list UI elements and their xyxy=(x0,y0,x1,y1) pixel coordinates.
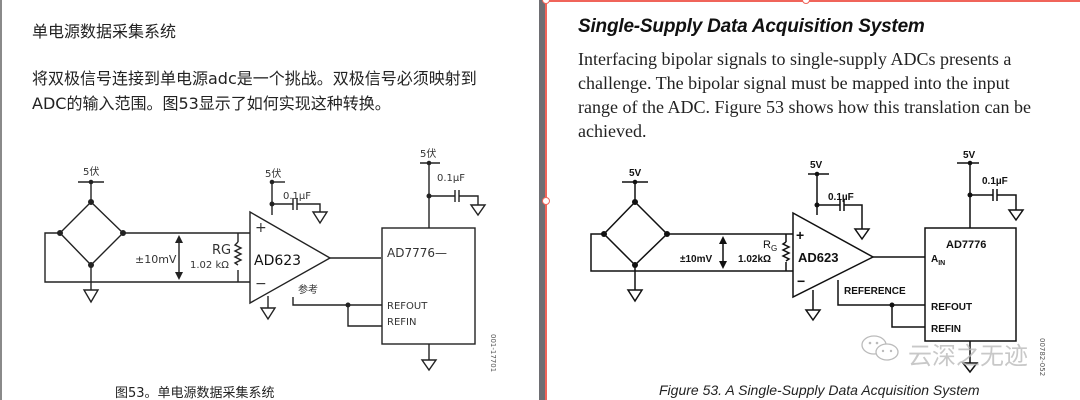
zh-reference-label: 参考 xyxy=(298,283,318,296)
en-adc-name: AD7776 xyxy=(946,239,986,251)
en-section-title: Single-Supply Data Acquisition System xyxy=(578,16,925,37)
zh-adc-name: AD7776— xyxy=(387,246,447,260)
resize-handle-middle-left[interactable] xyxy=(542,197,550,205)
en-figure-caption: Figure 53. A Single-Supply Data Acquisit… xyxy=(659,382,980,398)
zh-paragraph: 将双极信号连接到单电源adc是一个挑战。双极信号必须映射到ADC的输入范围。图5… xyxy=(32,69,477,113)
zh-amp-plus: + xyxy=(255,220,267,236)
en-rg-label: RG xyxy=(763,239,777,253)
en-figure-code: 00782-052 xyxy=(1038,338,1046,377)
zh-rg-value: 1.02 kΩ xyxy=(190,260,229,271)
en-amp-supply-label: 5V xyxy=(810,160,823,171)
zh-bridge-supply-label: 5伏 xyxy=(83,165,99,178)
en-adc-cap-label: 0.1µF xyxy=(982,176,1008,187)
zh-amp-cap-label: 0.1μF xyxy=(283,191,311,202)
en-paragraph: Interfacing bipolar signals to single-su… xyxy=(578,49,1031,141)
en-ain-label: AIN xyxy=(931,254,945,267)
en-amp-name: AD623 xyxy=(798,250,838,265)
en-refin-label: REFIN xyxy=(931,324,961,335)
en-rg-value: 1.02kΩ xyxy=(738,254,771,265)
zh-figure-code: 001-17701 xyxy=(489,334,497,373)
zh-circuit-diagram: 5伏 5伏 0.1μF 5伏 0.1μF ±10mV RG 1.02 kΩ + … xyxy=(44,147,487,372)
en-amp-cap-label: 0.1µF xyxy=(828,192,854,203)
zh-signal-range: ±10mV xyxy=(135,253,177,266)
zh-section-title: 单电源数据采集系统 xyxy=(32,22,177,41)
en-amp-minus: − xyxy=(797,273,805,289)
wechat-icon xyxy=(861,335,899,361)
zh-amp-supply-label: 5伏 xyxy=(265,167,281,180)
en-refout-label: REFOUT xyxy=(931,302,972,313)
zh-adc-cap-label: 0.1μF xyxy=(437,173,465,184)
zh-figure-caption: 图53。单电源数据采集系统 xyxy=(115,386,275,400)
zh-refin-label: REFIN xyxy=(387,317,416,328)
zh-refout-label: REFOUT xyxy=(387,301,428,312)
en-adc-supply-label: 5V xyxy=(963,150,976,161)
en-signal-range: ±10mV xyxy=(680,254,713,265)
zh-amp-name: AD623 xyxy=(254,253,301,269)
en-bridge-supply-label: 5V xyxy=(629,168,642,179)
watermark-text: 云深之无迹 xyxy=(908,342,1028,370)
en-circuit-diagram: 5V 5V 0.1µF 5V 0.1µF ±10mV RG 1.02kΩ + A… xyxy=(590,150,1025,374)
zh-rg-label: RG xyxy=(212,243,231,258)
en-amp-plus: + xyxy=(796,227,804,243)
zh-amp-minus: − xyxy=(255,276,267,292)
zh-adc-supply-label: 5伏 xyxy=(420,147,436,160)
en-reference-label: REFERENCE xyxy=(844,286,906,297)
